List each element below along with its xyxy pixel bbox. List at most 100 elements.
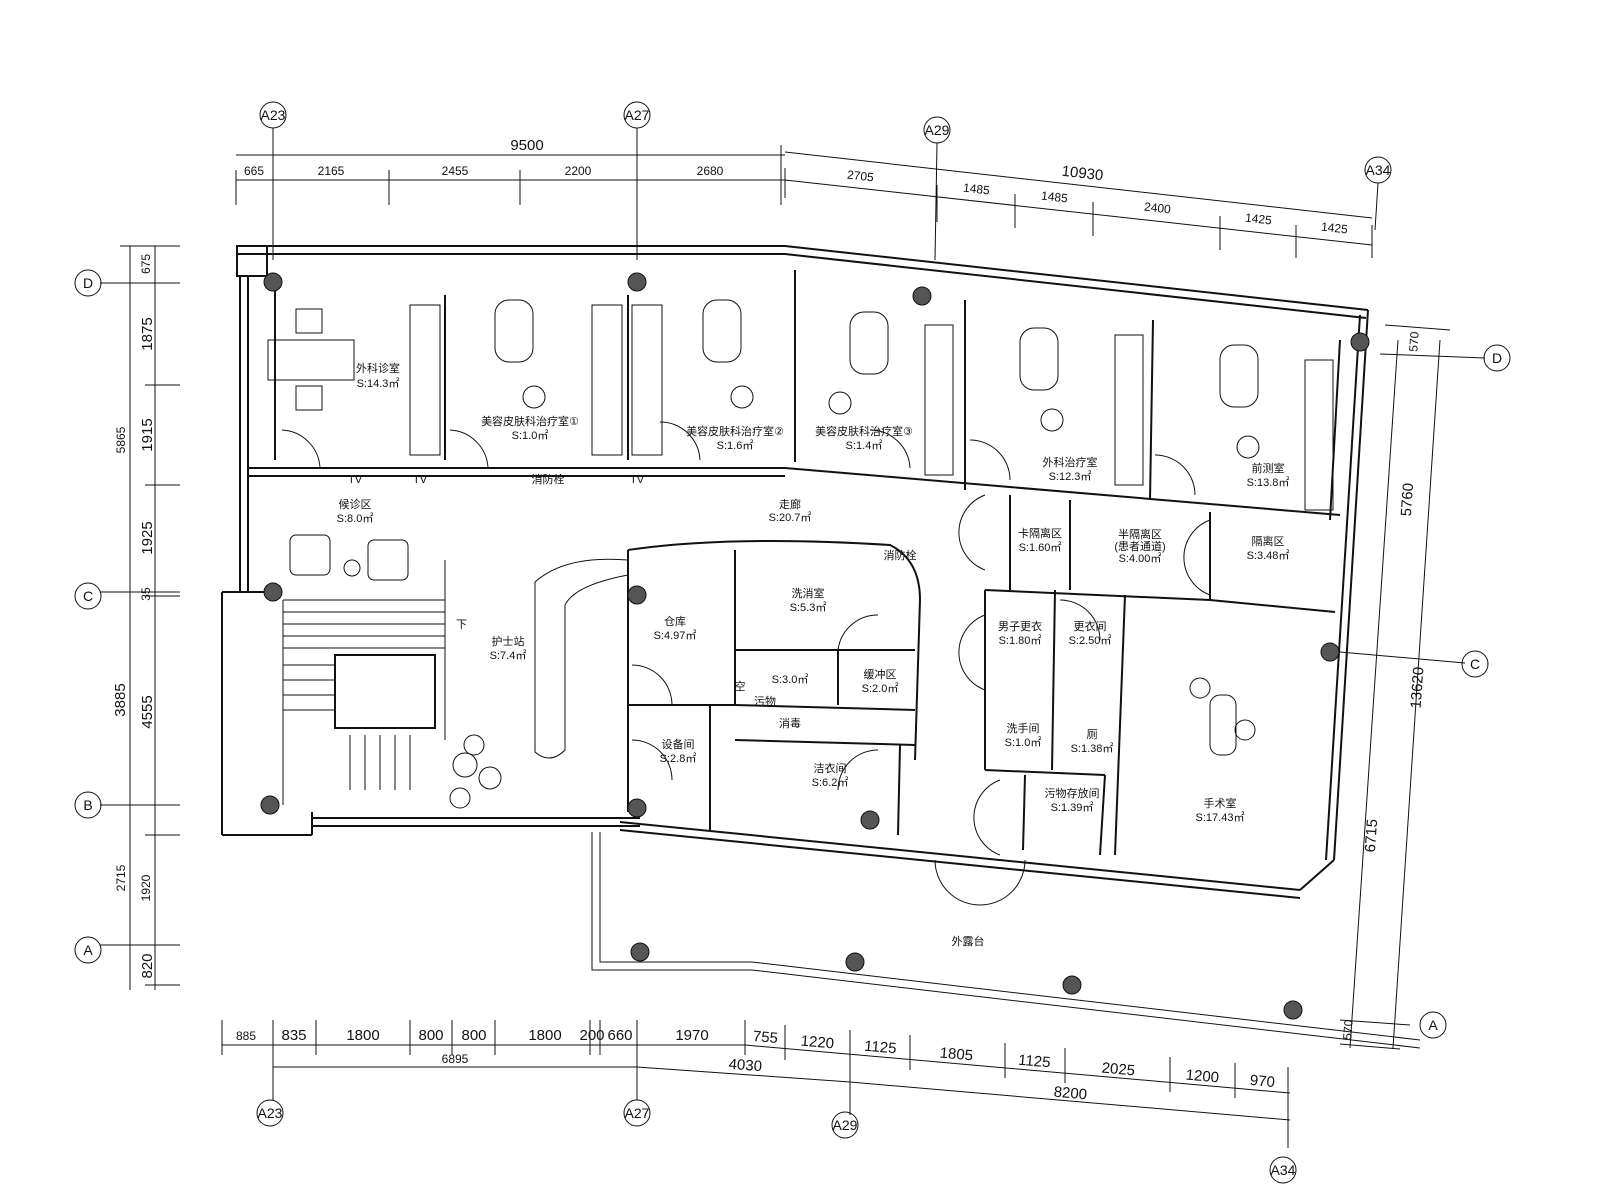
left-dimension-chain: 675 1875 1915 1925 35 4555 1920 820 5865… — [100, 245, 180, 990]
room-r18-area: S:2.8㎡ — [660, 752, 697, 765]
room-r2-area: S:1.0㎡ — [512, 429, 549, 442]
surgery-equipment — [1189, 677, 1256, 756]
dim-top-seg-r2: 1485 — [962, 181, 990, 198]
room-r8-name: 走廊 — [779, 497, 801, 511]
grid-label-top-a29: A29 — [925, 122, 950, 138]
dim-top-seg-2: 2165 — [318, 164, 345, 178]
room-r4-area: S:1.4㎡ — [846, 439, 883, 452]
dim-left-outer-3: 1915 — [139, 418, 156, 451]
dim-top-seg-r6: 1425 — [1320, 220, 1348, 237]
room-r8-area: S:20.7㎡ — [769, 511, 812, 524]
grid-label-top-a27: A27 — [625, 107, 650, 123]
grid-bubble-right-d: D — [1483, 344, 1511, 372]
room-r9-name: 卡隔离区 — [1018, 526, 1062, 540]
grid-label-left-d: D — [83, 275, 93, 291]
dim-bottom-seg-17: 970 — [1249, 1072, 1275, 1091]
room-r7-name: 候诊区 — [339, 497, 372, 511]
grid-bubble-left-a: A — [74, 936, 102, 964]
dim-bottom-seg-6: 1800 — [528, 1027, 561, 1044]
room-r10-area: S:4.00㎡ — [1119, 552, 1162, 565]
room-r4-name: 美容皮肤科治疗室③ — [815, 424, 913, 438]
dim-top-total-left: 9500 — [510, 137, 543, 154]
grid-bubble-top-a29: A29 — [923, 116, 951, 144]
dim-right-total: 13620 — [1408, 666, 1428, 709]
door-swings — [281, 421, 1211, 906]
room-r25-area: S:17.43㎡ — [1196, 811, 1245, 824]
dim-right-1: 570 — [1406, 331, 1421, 352]
dim-right-4: 570 — [1340, 1019, 1355, 1040]
grid-bubble-bottom-a34: A34 — [1269, 1156, 1297, 1184]
top-dimension-chain-left: 9500 665 2165 2455 2200 2680 — [235, 137, 785, 205]
dim-top-seg-r1: 2705 — [846, 168, 874, 185]
room-r6-area: S:13.8㎡ — [1247, 476, 1290, 489]
dim-bottom-seg-3: 1800 — [346, 1027, 379, 1044]
grid-label-right-a: A — [1428, 1017, 1438, 1033]
dim-bottom-seg-15: 2025 — [1101, 1060, 1136, 1080]
room-r24-name: 污物存放间 — [1045, 786, 1100, 800]
label-tv-2: TV — [413, 474, 428, 486]
dim-left-outer-4: 1925 — [139, 521, 156, 554]
dim-left-inner-3: 2715 — [114, 864, 128, 891]
dim-bottom-seg-1: 885 — [236, 1029, 256, 1043]
room-r3-name: 美容皮肤科治疗室② — [686, 424, 784, 438]
room-r19-area: S:6.2㎡ — [812, 776, 849, 789]
cabinets — [409, 304, 1334, 511]
room-r21-name: 更衣间 — [1074, 619, 1107, 633]
dim-bottom-seg-16: 1200 — [1185, 1067, 1220, 1087]
dim-left-inner-2: 3885 — [112, 683, 129, 716]
dim-left-outer-1: 675 — [139, 254, 153, 274]
room-r14-name: 洗消室 — [792, 586, 825, 600]
dim-bottom-seg-10: 755 — [752, 1028, 778, 1047]
dim-bottom-seg-7: 200 — [579, 1027, 604, 1044]
nurse-counter — [534, 558, 629, 759]
grid-label-bottom-a29: A29 — [833, 1117, 858, 1133]
right-dimension-chain: 570 5760 6715 570 13620 — [1339, 324, 1486, 1050]
grid-bubble-bottom-a29: A29 — [831, 1111, 859, 1139]
grid-label-bottom-a34: A34 — [1271, 1162, 1296, 1178]
dim-left-inner-1: 5865 — [114, 426, 128, 453]
dim-bottom-seg-14: 1125 — [1018, 1052, 1052, 1072]
label-tv-3: TV — [630, 474, 645, 486]
grid-label-left-b: B — [83, 797, 92, 813]
dim-bottom-seg-9: 1970 — [675, 1027, 708, 1044]
room-r7-area: S:8.0㎡ — [337, 512, 374, 525]
dim-right-2: 5760 — [1398, 482, 1417, 516]
grid-label-bottom-a27: A27 — [625, 1105, 650, 1121]
dim-top-seg-4: 2200 — [565, 164, 592, 178]
dim-bottom-seg-2: 835 — [281, 1027, 306, 1044]
room-r22-name: 洗手间 — [1007, 721, 1040, 735]
room-r3-area: S:1.6㎡ — [717, 439, 754, 452]
room-r23-area: S:1.38㎡ — [1071, 742, 1114, 755]
room-r26-name: 外露台 — [952, 934, 985, 948]
room-r23-name: 厕 — [1087, 728, 1098, 741]
room-r5-area: S:12.3㎡ — [1049, 470, 1092, 483]
dim-bottom-seg-5: 800 — [461, 1027, 486, 1044]
grid-bubble-bottom-a23: A23 — [256, 1099, 284, 1127]
grid-bubble-left-d: D — [74, 269, 102, 297]
room-r16-area: S:2.0㎡ — [862, 682, 899, 695]
grid-bubble-top-a34: A34 — [1364, 156, 1392, 184]
staircase: 下 — [282, 560, 467, 805]
room-r13-name: 仓库 — [664, 614, 686, 628]
room-r27-name: 消防栓 — [532, 472, 565, 486]
grid-bubble-left-b: B — [74, 791, 102, 819]
dim-bottom-total-3: 8200 — [1053, 1084, 1088, 1104]
room-r25-name: 手术室 — [1204, 796, 1237, 810]
grid-bubble-bottom-a27: A27 — [623, 1099, 651, 1127]
room-r28-name: 消防栓 — [884, 548, 917, 562]
room-r9-area: S:1.60㎡ — [1019, 541, 1062, 554]
room-r18-name: 设备间 — [662, 737, 695, 751]
room-r21-area: S:2.50㎡ — [1069, 634, 1112, 647]
dim-top-seg-r4: 2400 — [1143, 200, 1171, 217]
dim-bottom-total-1: 6895 — [442, 1052, 469, 1066]
dim-top-seg-3: 2455 — [442, 164, 469, 178]
grid-label-top-a23: A23 — [261, 107, 286, 123]
plants — [449, 734, 502, 809]
room-r11-area: S:3.48㎡ — [1247, 549, 1290, 562]
grid-bubble-left-c: C — [74, 582, 102, 610]
label-kong: 空 — [735, 679, 746, 693]
structural-columns — [260, 272, 1370, 1020]
top-dimension-chain-right: 10930 2705 1485 1485 2400 1425 1425 — [784, 151, 1373, 258]
dim-left-outer-5: 35 — [139, 587, 153, 601]
